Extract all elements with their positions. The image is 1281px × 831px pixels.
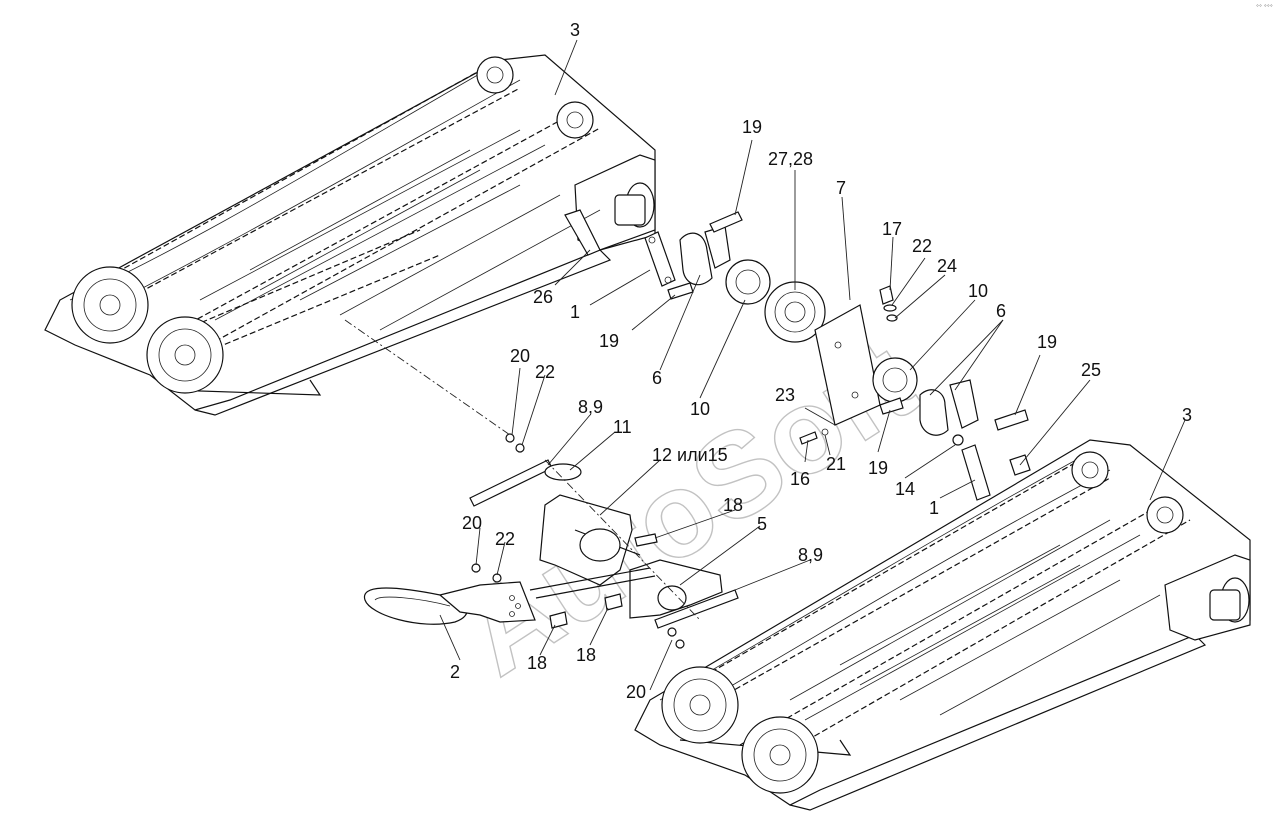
callout-20-c: 20	[626, 682, 646, 702]
leader-lines	[344, 39, 1186, 691]
callout-23: 23	[775, 385, 795, 405]
conveyor-assembly-bottom-right	[634, 439, 1251, 811]
callout-labels: 3 19 27,28 7 17 22 24 10 6 19 25 26 1 19…	[450, 20, 1192, 702]
callout-24: 24	[937, 256, 957, 276]
callout-14: 14	[895, 479, 915, 499]
callout-21: 21	[826, 454, 846, 474]
callout-6-mid: 6	[652, 368, 662, 388]
callout-11: 11	[613, 417, 632, 437]
callout-12-15: 12 или15	[652, 445, 728, 465]
callout-19-mid: 19	[599, 331, 619, 351]
corner-mark: °° °°°	[1256, 4, 1273, 11]
callout-10-mid: 10	[690, 399, 710, 419]
coupling-parts	[564, 209, 1031, 501]
conveyor-assembly-top-left	[44, 54, 656, 416]
callout-22-a: 22	[535, 362, 555, 382]
callout-3-top: 3	[570, 20, 580, 40]
callout-19-low: 19	[868, 458, 888, 478]
callout-8-9-a: 8,9	[578, 397, 603, 417]
callout-10-right: 10	[968, 281, 988, 301]
callout-27-28: 27,28	[768, 149, 813, 169]
callout-1-low: 1	[929, 498, 939, 518]
callout-25: 25	[1081, 360, 1101, 380]
callout-8-9-b: 8,9	[798, 545, 823, 565]
callout-22-b: 22	[495, 529, 515, 549]
callout-18-b: 18	[527, 653, 547, 673]
callout-20-b: 20	[462, 513, 482, 533]
callout-19-right: 19	[1037, 332, 1057, 352]
callout-22-right: 22	[912, 236, 932, 256]
callout-18-c: 18	[576, 645, 596, 665]
callout-20-a: 20	[510, 346, 530, 366]
callout-6-right: 6	[996, 301, 1006, 321]
callout-16: 16	[790, 469, 810, 489]
callout-1-top: 1	[570, 302, 580, 322]
callout-5: 5	[757, 514, 767, 534]
callout-2: 2	[450, 662, 460, 682]
callout-17: 17	[882, 219, 902, 239]
callout-26: 26	[533, 287, 553, 307]
callout-19-top: 19	[742, 117, 762, 137]
callout-18-a: 18	[723, 495, 743, 515]
callout-7: 7	[836, 178, 846, 198]
callout-3-right: 3	[1182, 405, 1192, 425]
